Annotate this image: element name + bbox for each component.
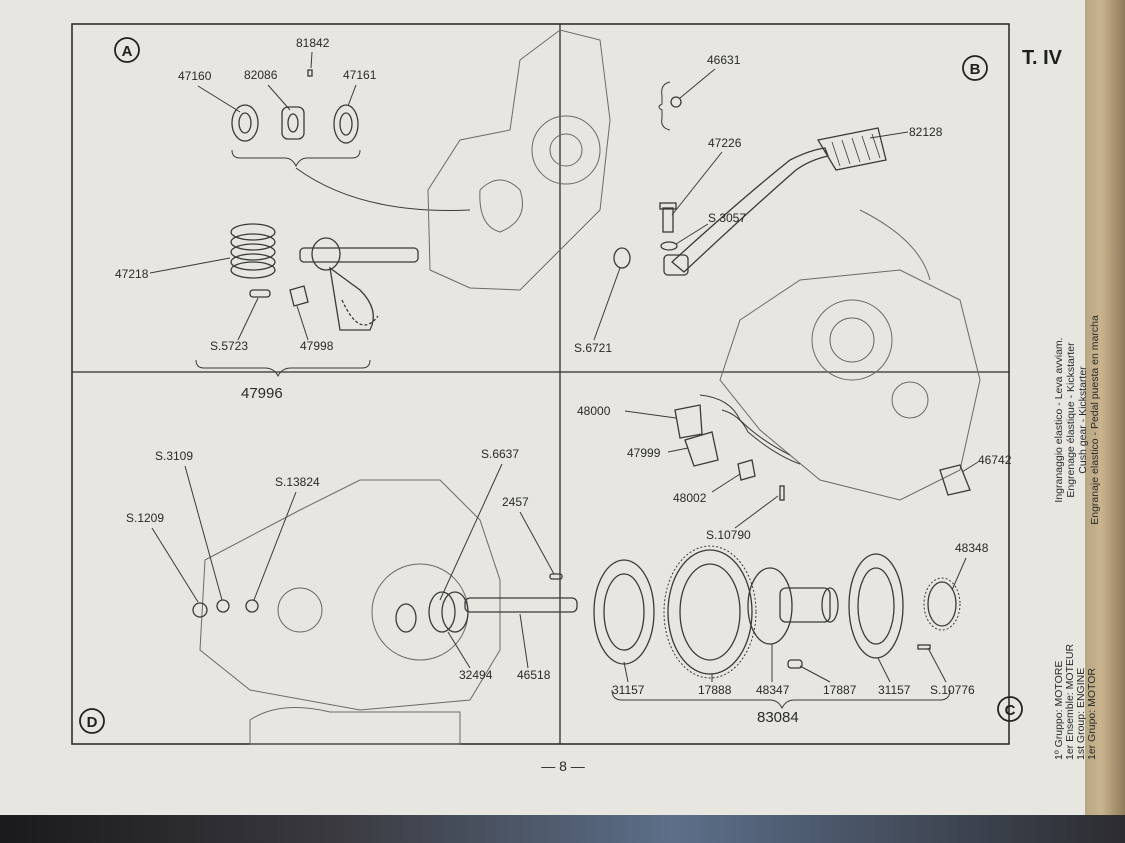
quadrant-b-labels: 46631 82128 47226 S.3057 S.6721	[574, 53, 943, 355]
part-label: 82128	[909, 125, 943, 139]
side-caption-line: 1er Ensemble: MOTEUR	[1064, 643, 1076, 760]
part-label: 17887	[823, 683, 857, 697]
part-label: 47218	[115, 267, 149, 281]
diagram-frame	[71, 23, 1010, 745]
page-edge	[1085, 0, 1125, 843]
part-label: 47160	[178, 69, 212, 83]
part-label: 32494	[459, 668, 493, 682]
quadrant-d-labels: S.3109 S.13824 S.1209 S.6637 2457 32494 …	[126, 447, 555, 682]
side-title-line: Ingranaggio elastico - Leva avviam.	[1053, 337, 1065, 502]
part-label: 47999	[627, 446, 661, 460]
part-label: 46631	[707, 53, 741, 67]
quadrant-a-parts	[195, 29, 611, 378]
part-label: S.6721	[574, 341, 612, 355]
part-label: S.3109	[155, 449, 193, 463]
part-label: 31157	[612, 683, 645, 697]
quadrant-b-badge	[962, 55, 988, 81]
quadrant-a-labels: 81842 47160 82086 47161 47218 S.5723 479…	[115, 36, 377, 402]
part-label: 31157	[878, 683, 911, 697]
part-label: 17888	[698, 683, 732, 697]
part-label: S.6637	[481, 447, 519, 461]
part-label: S.1209	[126, 511, 164, 525]
side-caption-block: 1º Gruppo: MOTORE 1er Ensemble: MOTEUR 1…	[1053, 643, 1098, 760]
part-label: S.5723	[210, 339, 248, 353]
part-label: 46518	[517, 668, 551, 682]
part-label: 48347	[756, 683, 790, 697]
page-number: — 8 —	[541, 758, 585, 774]
group-number: 83084	[757, 709, 799, 726]
quadrant-c-labels: 48000 47999 48002 S.10790 46742 48348 31…	[577, 404, 1012, 726]
part-label: 48002	[673, 491, 707, 505]
quadrant-d-letter: D	[87, 714, 98, 731]
quadrant-c-badge	[997, 696, 1023, 722]
part-label: 46742	[978, 453, 1012, 467]
part-label: 48348	[955, 541, 989, 555]
side-caption-line: 1º Gruppo: MOTORE	[1053, 661, 1065, 760]
side-title-line: Cush gear - Kickstarter	[1077, 366, 1089, 474]
quadrant-d-parts	[192, 479, 578, 745]
background-surface	[0, 815, 1125, 843]
quadrant-a-letter: A	[122, 43, 133, 60]
part-label: 47998	[300, 339, 334, 353]
side-title-line: Engranaje elastico - Pedal puesta en mar…	[1089, 315, 1101, 525]
quadrant-c-letter: C	[1005, 702, 1016, 719]
part-label: S.10776	[930, 683, 975, 697]
part-label: S.13824	[275, 475, 320, 489]
part-label: 82086	[244, 68, 278, 82]
part-label: 2457	[502, 495, 529, 509]
quadrant-b-parts	[613, 81, 981, 501]
plate-number: T. IV	[1022, 47, 1063, 69]
part-label: 47226	[708, 136, 742, 150]
part-label: S.10790	[706, 528, 751, 542]
quadrant-b-letter: B	[970, 61, 981, 78]
side-title-line: Engrenage élastique - Kickstarter	[1065, 342, 1077, 498]
side-caption-line: 1st Group: ENGINE	[1075, 668, 1087, 760]
group-number: 47996	[241, 385, 283, 402]
part-label: 81842	[296, 36, 330, 50]
part-label: 47161	[343, 68, 377, 82]
quadrant-d-badge	[79, 708, 105, 734]
side-title-block: Ingranaggio elastico - Leva avviam. Engr…	[1053, 315, 1101, 525]
side-caption-line: 1er Grupo: MOTOR	[1086, 668, 1098, 760]
quadrant-a-badge	[114, 37, 140, 63]
part-label: S.3057	[708, 211, 746, 225]
quadrant-c-parts	[593, 394, 971, 710]
part-label: 48000	[577, 404, 611, 418]
